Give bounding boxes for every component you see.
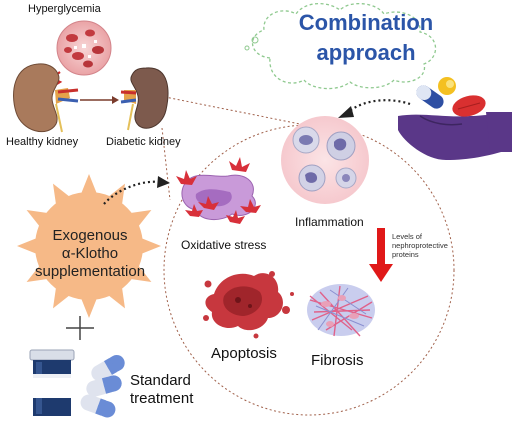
connector-line-top xyxy=(159,95,301,125)
decrease-arrow-shaft xyxy=(377,228,385,266)
klotho-label-line3: supplementation xyxy=(35,263,146,280)
sun-ray xyxy=(17,236,40,256)
standard-treatment-label: Standard treatment xyxy=(130,372,193,408)
sun-ray xyxy=(127,262,152,282)
pathology-circle xyxy=(163,124,455,416)
sun-ray xyxy=(53,183,73,208)
sun-ray xyxy=(79,295,99,318)
connector-line-bottom xyxy=(161,127,171,201)
sun-ray xyxy=(127,210,152,230)
apoptosis-label: Apoptosis xyxy=(211,345,277,362)
combination-title-line1: Combination xyxy=(298,10,434,35)
progression-arrow-head xyxy=(112,96,119,104)
oxidative-stress-icon xyxy=(176,157,261,224)
hand-with-pills-icon xyxy=(398,77,512,160)
combination-arrow-head xyxy=(338,106,354,118)
fibrosis-icon xyxy=(307,284,375,337)
capsules-icon xyxy=(80,355,125,418)
sun-ray xyxy=(26,210,51,230)
inflammation-icon xyxy=(281,116,369,204)
standard-treatment-line1: Standard xyxy=(130,372,191,389)
sun-ray xyxy=(53,284,73,309)
klotho-arrow-head xyxy=(157,176,170,188)
fibrosis-label: Fibrosis xyxy=(311,352,364,369)
diabetic-kidney-icon xyxy=(120,67,169,131)
healthy-kidney-label: Healthy kidney xyxy=(6,136,79,148)
inflammation-label: Inflammation xyxy=(295,215,364,229)
sun-ray xyxy=(105,183,125,208)
sun-ray xyxy=(79,174,99,197)
oxidative-stress-label: Oxidative stress xyxy=(181,238,267,252)
combination-title-line2: approach xyxy=(316,40,416,65)
klotho-label-line2: α-Klotho xyxy=(61,245,119,262)
combination-dotted-arrow xyxy=(347,99,411,113)
hyperglycemia-label: Hyperglycemia xyxy=(28,3,101,15)
apoptosis-icon xyxy=(203,271,294,339)
klotho-dotted-arrow xyxy=(103,180,161,205)
plus-sign-icon xyxy=(66,316,94,340)
standard-treatment-line2: treatment xyxy=(130,390,194,407)
klotho-sun-icon xyxy=(17,174,161,318)
nephroprotective-levels-note: Levels of nephroprotective proteins xyxy=(392,232,448,259)
sun-core xyxy=(35,192,143,300)
pill-bottle-icon xyxy=(29,349,75,416)
sun-ray xyxy=(138,236,161,256)
hyperglycemia-icon xyxy=(56,20,112,76)
sun-ray xyxy=(26,262,51,282)
decrease-arrow-head xyxy=(369,264,393,282)
combination-cloud xyxy=(244,3,437,90)
healthy-kidney-icon xyxy=(13,63,79,133)
klotho-label-line1: Exogenous xyxy=(52,227,128,244)
diabetic-kidney-label: Diabetic kidney xyxy=(106,136,181,148)
sun-ray xyxy=(105,284,125,309)
